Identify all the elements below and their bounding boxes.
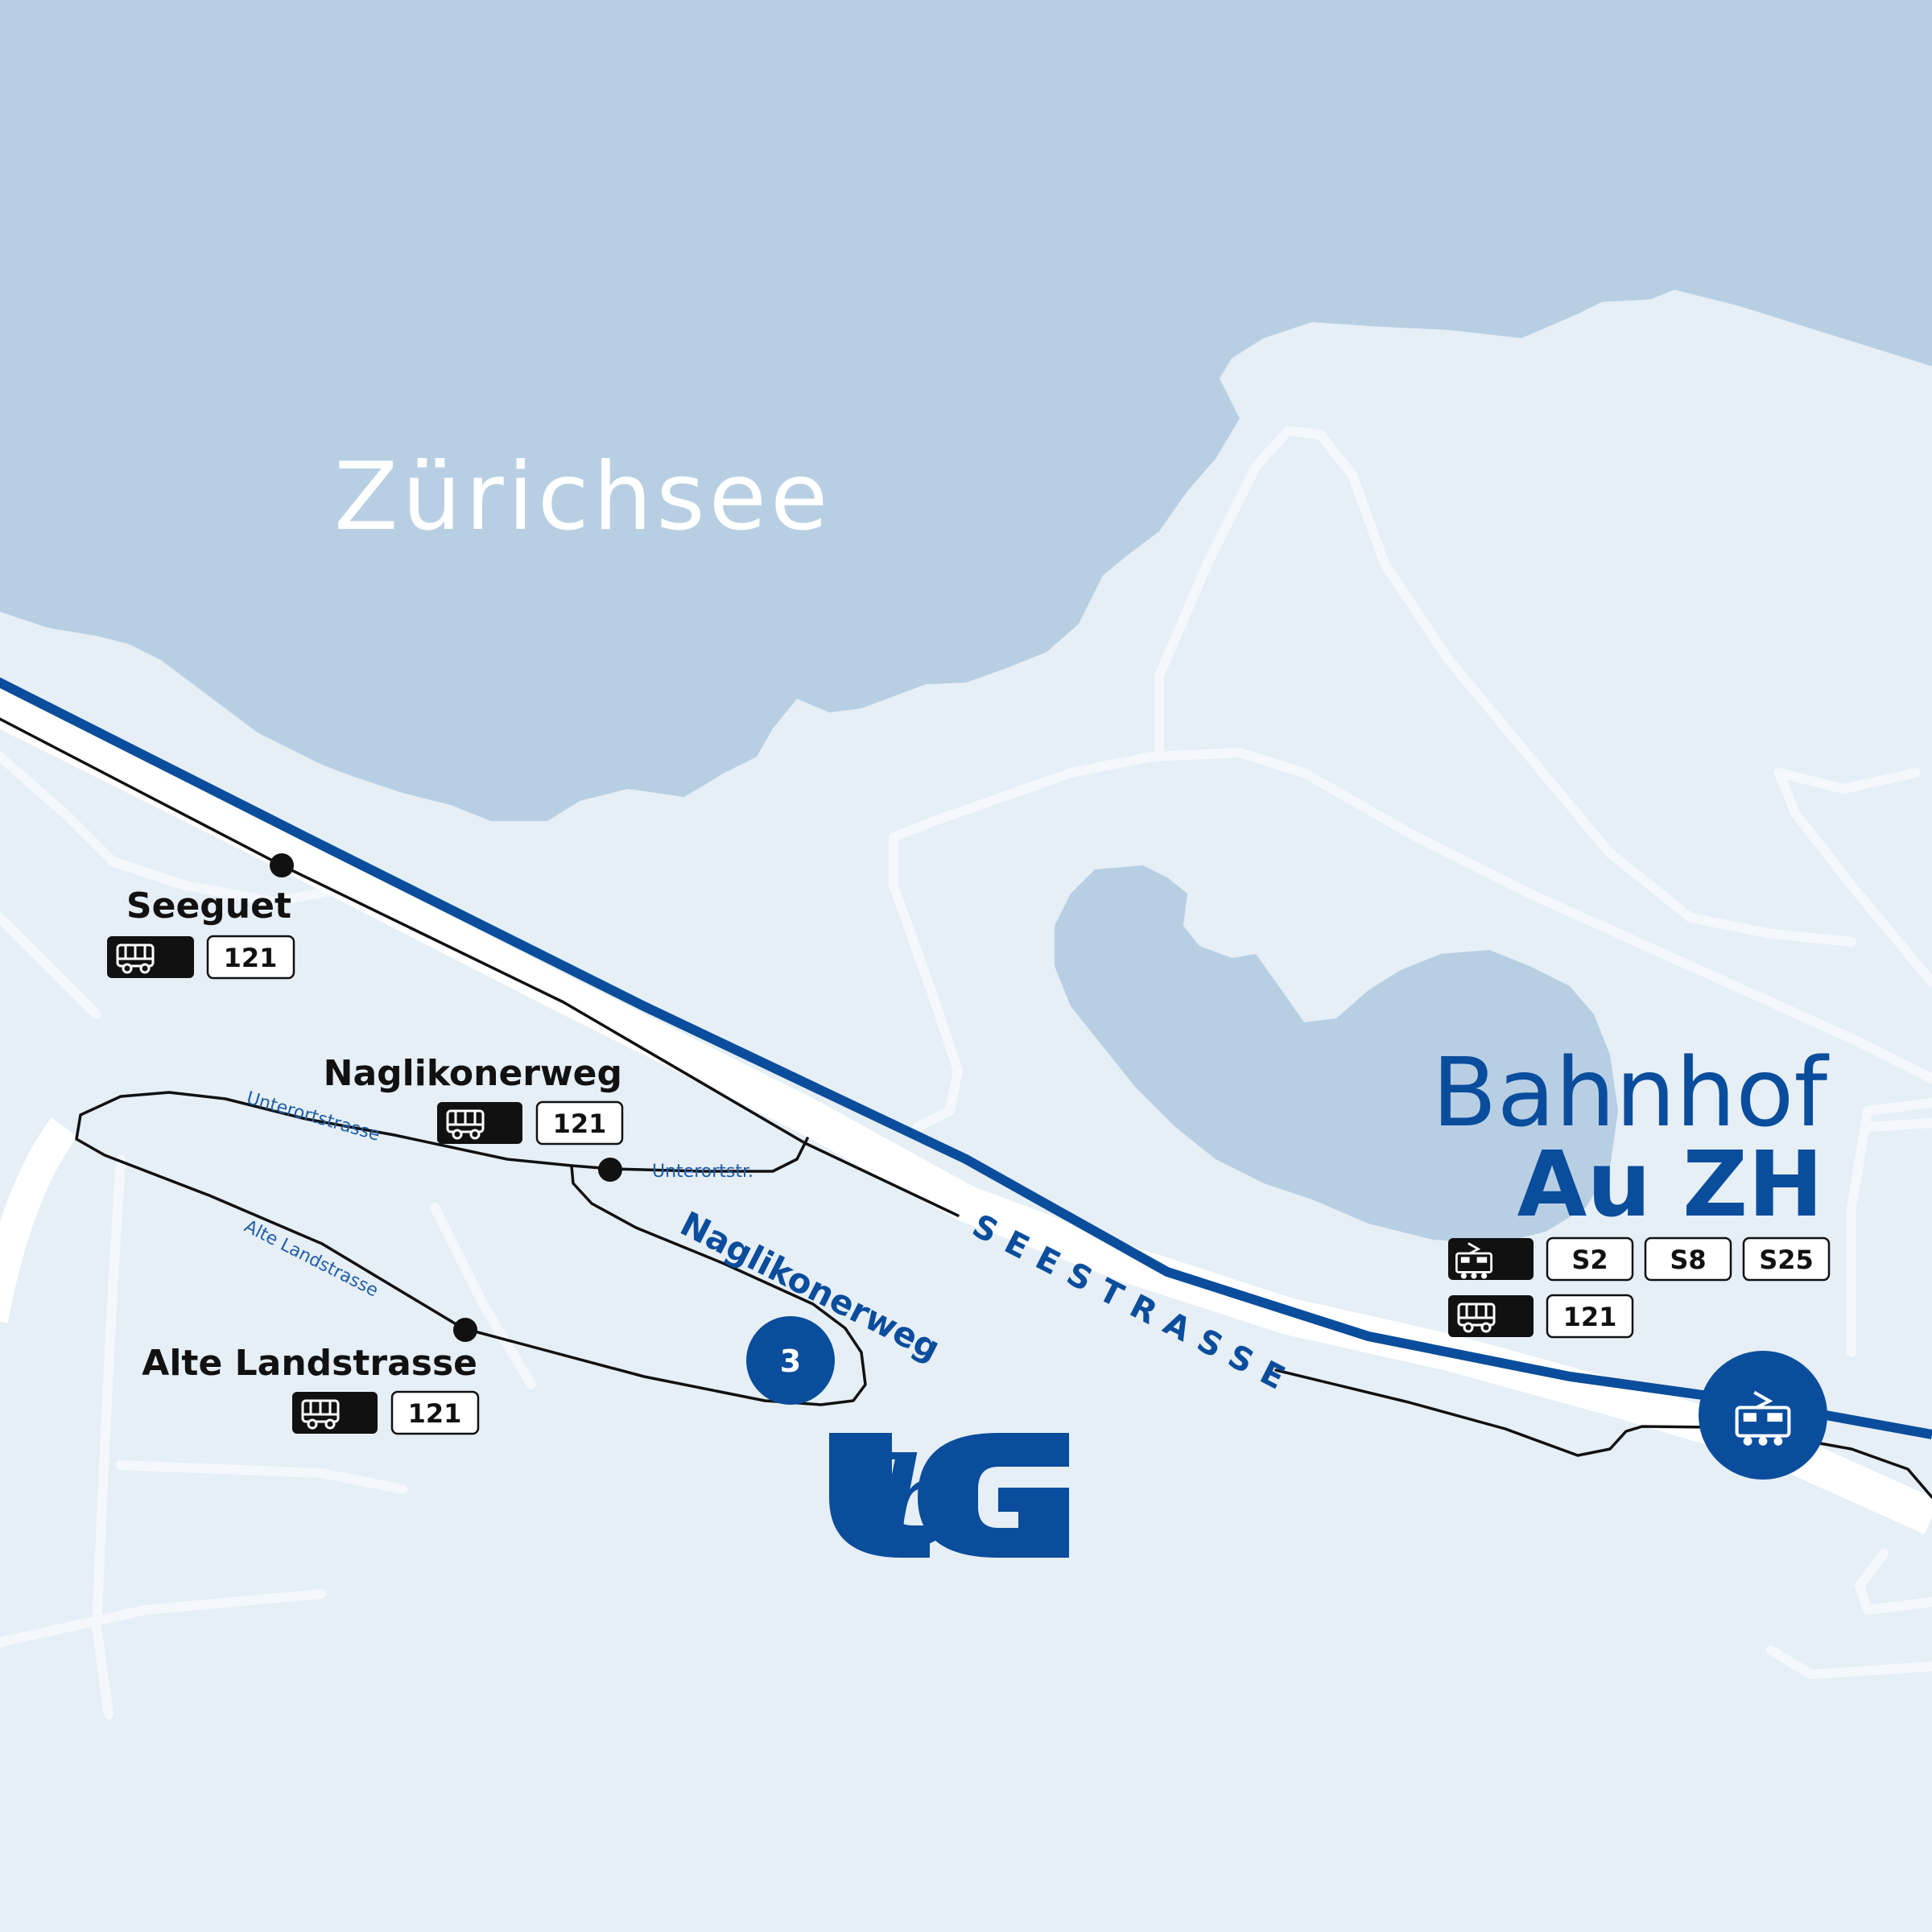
destination-marker-circle bbox=[746, 1316, 835, 1405]
line-badge[interactable] bbox=[206, 935, 295, 980]
railway-line bbox=[0, 677, 1932, 1439]
stop-dot-seeguet[interactable] bbox=[270, 853, 294, 877]
train-line-label-s2: S2 bbox=[1571, 1245, 1608, 1275]
station-marker[interactable] bbox=[1699, 1351, 1827, 1480]
logo-letter-g bbox=[918, 1433, 1069, 1558]
stop-name-alte-landstrasse: Alte Landstrasse bbox=[142, 1343, 477, 1384]
bus-badge bbox=[437, 1102, 522, 1144]
station-bus-badges: 121 bbox=[1448, 1294, 1634, 1339]
ubg-logo: b bbox=[829, 1431, 1069, 1573]
station-name-line2: Au ZH bbox=[1517, 1133, 1823, 1237]
station-train-badges: S2 S8 S25 bbox=[1448, 1236, 1831, 1282]
western-road bbox=[0, 1117, 78, 1323]
line-badge[interactable] bbox=[535, 1100, 624, 1146]
stop-alte-landstrasse-badges: 121 bbox=[292, 1390, 480, 1435]
line-badge-label: 121 bbox=[224, 943, 278, 973]
station-marker-circle bbox=[1699, 1351, 1827, 1480]
stop-name-naglikonerweg: Naglikonerweg bbox=[324, 1053, 622, 1094]
lake-zurichsee bbox=[0, 0, 1932, 821]
station-name-line1: Bahnhof bbox=[1432, 1037, 1830, 1148]
route-lines bbox=[0, 717, 1932, 1499]
line-badge[interactable] bbox=[1546, 1294, 1634, 1339]
line-badge-label: 121 bbox=[1563, 1302, 1617, 1332]
stop-seeguet-badges: 121 bbox=[107, 935, 295, 980]
stop-dot-alte-landstrasse[interactable] bbox=[453, 1318, 477, 1342]
stop-naglikonerweg-badges: 121 bbox=[437, 1100, 624, 1146]
bus-badge bbox=[107, 936, 194, 978]
lake-label: Zürichsee bbox=[334, 443, 832, 551]
line-badge-label: 121 bbox=[408, 1398, 462, 1429]
minor-roads bbox=[0, 426, 1932, 1719]
train-line-badge-s25[interactable] bbox=[1742, 1236, 1831, 1282]
train-line-badge-s2[interactable] bbox=[1546, 1236, 1634, 1282]
bus-badge bbox=[292, 1392, 378, 1434]
destination-marker-number: 3 bbox=[780, 1344, 801, 1379]
pond bbox=[1055, 865, 1618, 1244]
logo-letter-u bbox=[829, 1433, 930, 1558]
train-line-badge-s8[interactable] bbox=[1644, 1236, 1732, 1282]
destination-marker[interactable]: 3 bbox=[746, 1316, 835, 1405]
street-label-unterortstr: Unterortstr. bbox=[652, 1162, 753, 1182]
train-line-label-s25: S25 bbox=[1759, 1245, 1814, 1275]
line-badge-label: 121 bbox=[553, 1108, 607, 1139]
stop-name-seeguet: Seeguet bbox=[126, 886, 291, 927]
bus-badge bbox=[1448, 1295, 1534, 1337]
logo-letter-b: b bbox=[876, 1431, 960, 1573]
seestrasse-road bbox=[0, 687, 1932, 1534]
stop-dot-naglikonerweg[interactable] bbox=[598, 1158, 622, 1182]
line-badge[interactable] bbox=[390, 1390, 480, 1435]
train-line-label-s8: S8 bbox=[1670, 1245, 1706, 1275]
